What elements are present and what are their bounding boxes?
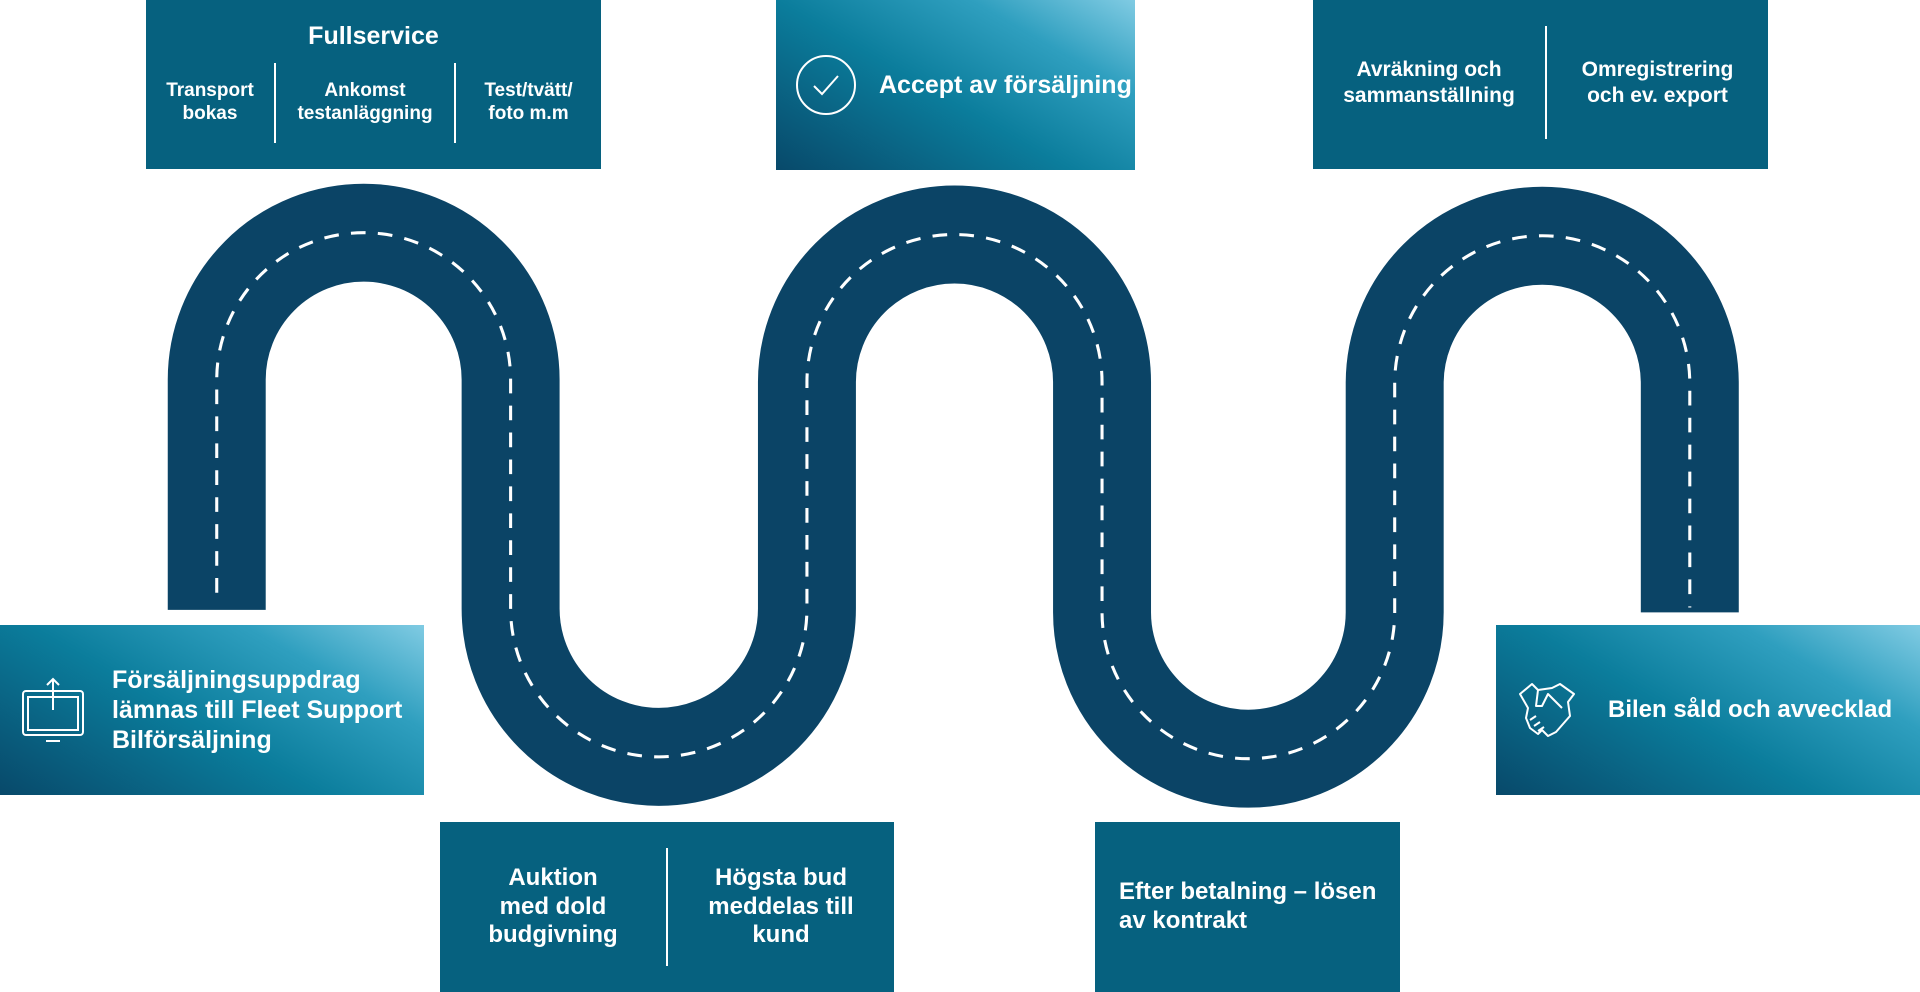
item-line: Auktion (508, 863, 598, 891)
divider (666, 848, 668, 966)
upload-monitor-icon (22, 677, 84, 742)
item-line: kund (752, 921, 810, 949)
label-line: Försäljningsuppdrag (112, 666, 361, 694)
handshake-icon (1519, 683, 1575, 737)
accept-label: Accept av försäljning (879, 70, 1132, 99)
item-line: Högsta bud (715, 863, 847, 891)
item-line: Ankomst (324, 80, 406, 102)
road-surface (167, 183, 1739, 808)
road-center-line (215, 231, 1692, 761)
item-line: Omregistrering (1581, 58, 1734, 82)
divider (454, 63, 456, 143)
divider (1545, 26, 1547, 139)
step-accept: Accept av försäljning (776, 0, 1135, 170)
item-line: med dold (499, 892, 607, 920)
item-line: Test/tvätt/ (484, 80, 573, 102)
label-line: Efter betalning – lösen (1119, 878, 1377, 906)
item-line: och ev. export (1587, 83, 1728, 107)
fullservice-title: Fullservice (308, 22, 439, 50)
label-line: av kontrakt (1119, 907, 1248, 934)
item-line: meddelas till (708, 892, 854, 920)
fullservice-item: Test/tvätt/foto m.m (456, 63, 601, 143)
label-line: Bilförsäljning (112, 726, 272, 754)
label-line: lämnas till Fleet Support (112, 696, 403, 724)
item-line: bokas (182, 103, 238, 124)
item-line: budgivning (488, 921, 618, 949)
done-label: Bilen såld och avvecklad (1608, 696, 1893, 723)
step-done: Bilen såld och avvecklad (1496, 625, 1920, 795)
item-line: foto m.m (488, 103, 569, 124)
divider (274, 63, 276, 143)
item-line: sammanställning (1343, 83, 1515, 107)
item-line: Avräkning och (1356, 58, 1502, 82)
item-line: testanläggning (297, 103, 433, 124)
item-line: Transport (166, 80, 254, 102)
check-circle-icon (796, 55, 856, 115)
